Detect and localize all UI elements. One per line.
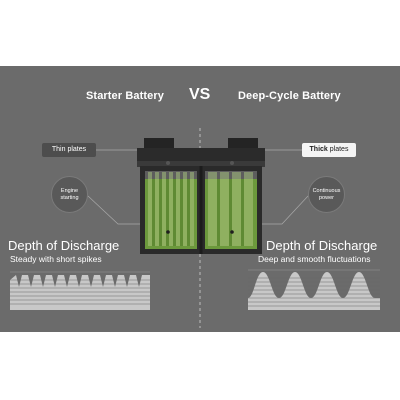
continuous-power-badge: Continuous power	[308, 176, 345, 213]
battery-top	[137, 148, 265, 164]
engine-starting-line2: starting	[60, 194, 79, 201]
thick-plates-label-prefix: Thick	[309, 146, 328, 153]
engine-starting-badge: Engine starting	[51, 176, 88, 213]
right-terminal	[228, 138, 258, 150]
deep-cycle-battery-title: Deep-Cycle Battery	[238, 90, 341, 102]
thick-plates-label: Thick plates	[302, 143, 356, 157]
vs-label: VS	[189, 86, 211, 103]
deep-cycle-dod-title: Depth of Discharge	[266, 238, 378, 253]
infographic-panel: Starter Battery VS Deep-Cycle Battery	[0, 66, 400, 332]
thin-plates-label-suffix: plates	[65, 146, 87, 153]
starter-graph-stripes	[10, 279, 150, 305]
left-terminal	[144, 138, 174, 150]
illustration-layer	[10, 128, 380, 328]
engine-starting-line1: Engine	[60, 187, 79, 194]
battery-top-ridge	[137, 161, 265, 167]
deep-cycle-dod-subtitle: Deep and smooth fluctuations	[258, 254, 371, 264]
thin-plates-cell	[145, 171, 197, 249]
continuous-power-line2: power	[319, 194, 334, 201]
starter-dod-title: Depth of Discharge	[8, 238, 120, 253]
thick-plates-cell	[205, 171, 257, 249]
thin-plates-label-prefix: Thin	[51, 146, 66, 153]
starter-dod-subtitle: Steady with short spikes	[10, 254, 102, 264]
battery-illustration	[137, 138, 265, 254]
deep-cycle-discharge-graph	[248, 269, 380, 310]
thick-plates-label-suffix: plates	[327, 146, 349, 153]
thin-plates-label: Thin plates	[42, 143, 96, 157]
deep-cycle-graph-stripes	[248, 277, 380, 307]
starter-battery-title: Starter Battery	[86, 90, 164, 102]
starter-discharge-graph	[10, 271, 150, 310]
continuous-power-line1: Continuous	[312, 187, 341, 194]
